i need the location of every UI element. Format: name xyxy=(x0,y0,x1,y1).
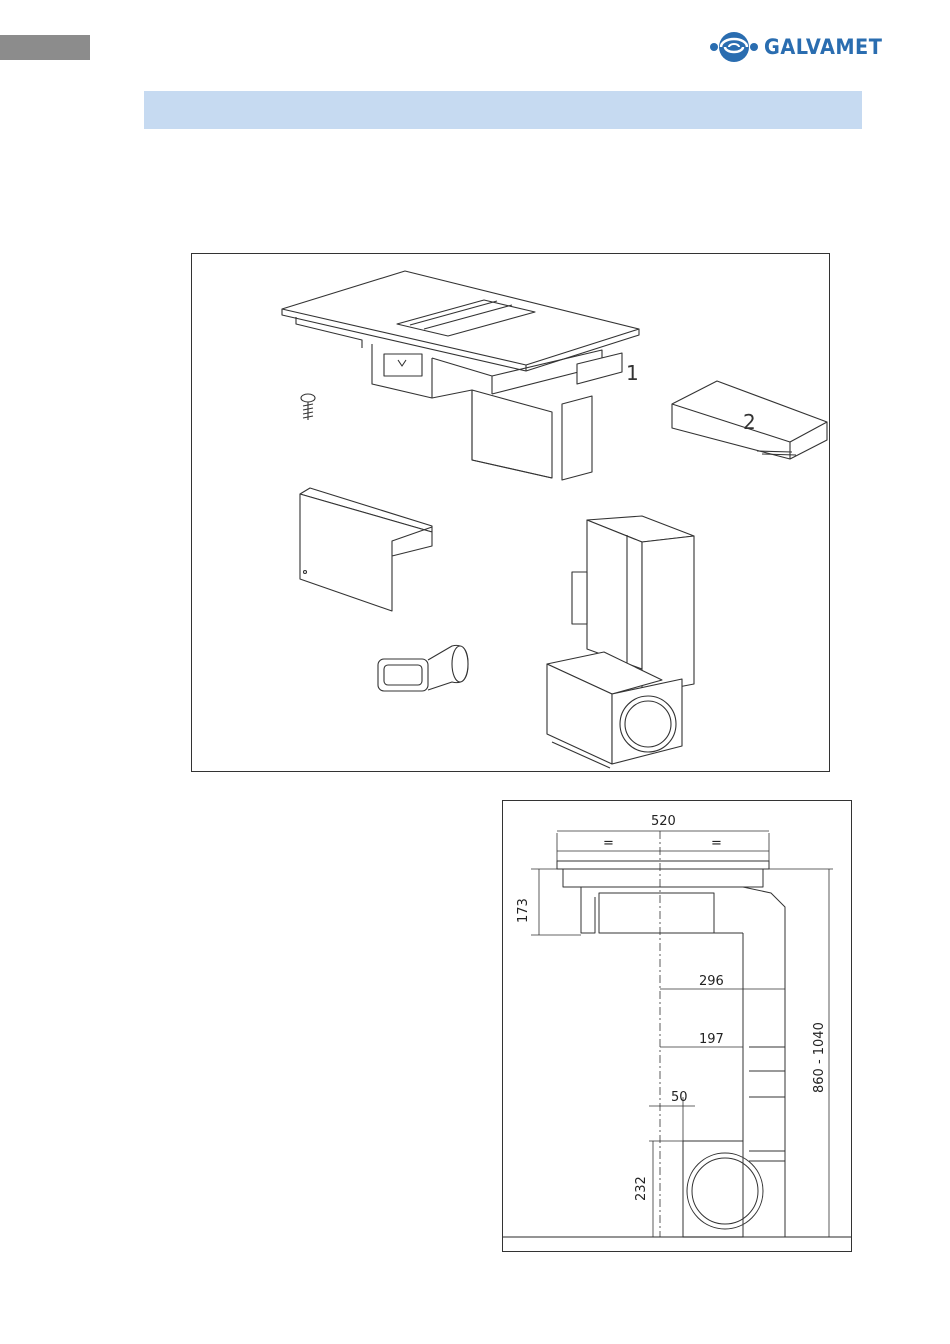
dim-half-left: = xyxy=(603,836,614,851)
brand-name: GALVAMET xyxy=(764,35,882,59)
dim-offset-197: 197 xyxy=(699,1032,724,1047)
brand-logo: GALVAMET xyxy=(708,28,908,66)
dim-half-right: = xyxy=(711,836,722,851)
dim-height-173: 173 xyxy=(516,898,531,923)
galvamet-swirl-icon xyxy=(708,30,760,64)
section-header-band xyxy=(144,91,862,129)
part-label-2: 2 xyxy=(743,410,756,434)
duct-adapter-part xyxy=(378,645,468,691)
screw-part xyxy=(301,394,315,420)
dim-width-520: 520 xyxy=(651,814,676,829)
hob-unit-part xyxy=(282,271,639,480)
components-figure: 1 2 xyxy=(191,253,830,772)
dim-total-height: 860 - 1040 xyxy=(812,1022,827,1093)
motor-unit-part xyxy=(547,516,694,768)
dim-offset-296: 296 xyxy=(699,974,724,989)
side-panel-part xyxy=(300,488,432,611)
dim-height-232: 232 xyxy=(634,1176,649,1201)
dim-offset-50: 50 xyxy=(671,1090,688,1105)
page-tab xyxy=(0,35,90,60)
part-label-1: 1 xyxy=(626,361,639,385)
dimensions-figure: 520 = = 173 296 197 50 232 860 - 1040 xyxy=(502,800,852,1252)
